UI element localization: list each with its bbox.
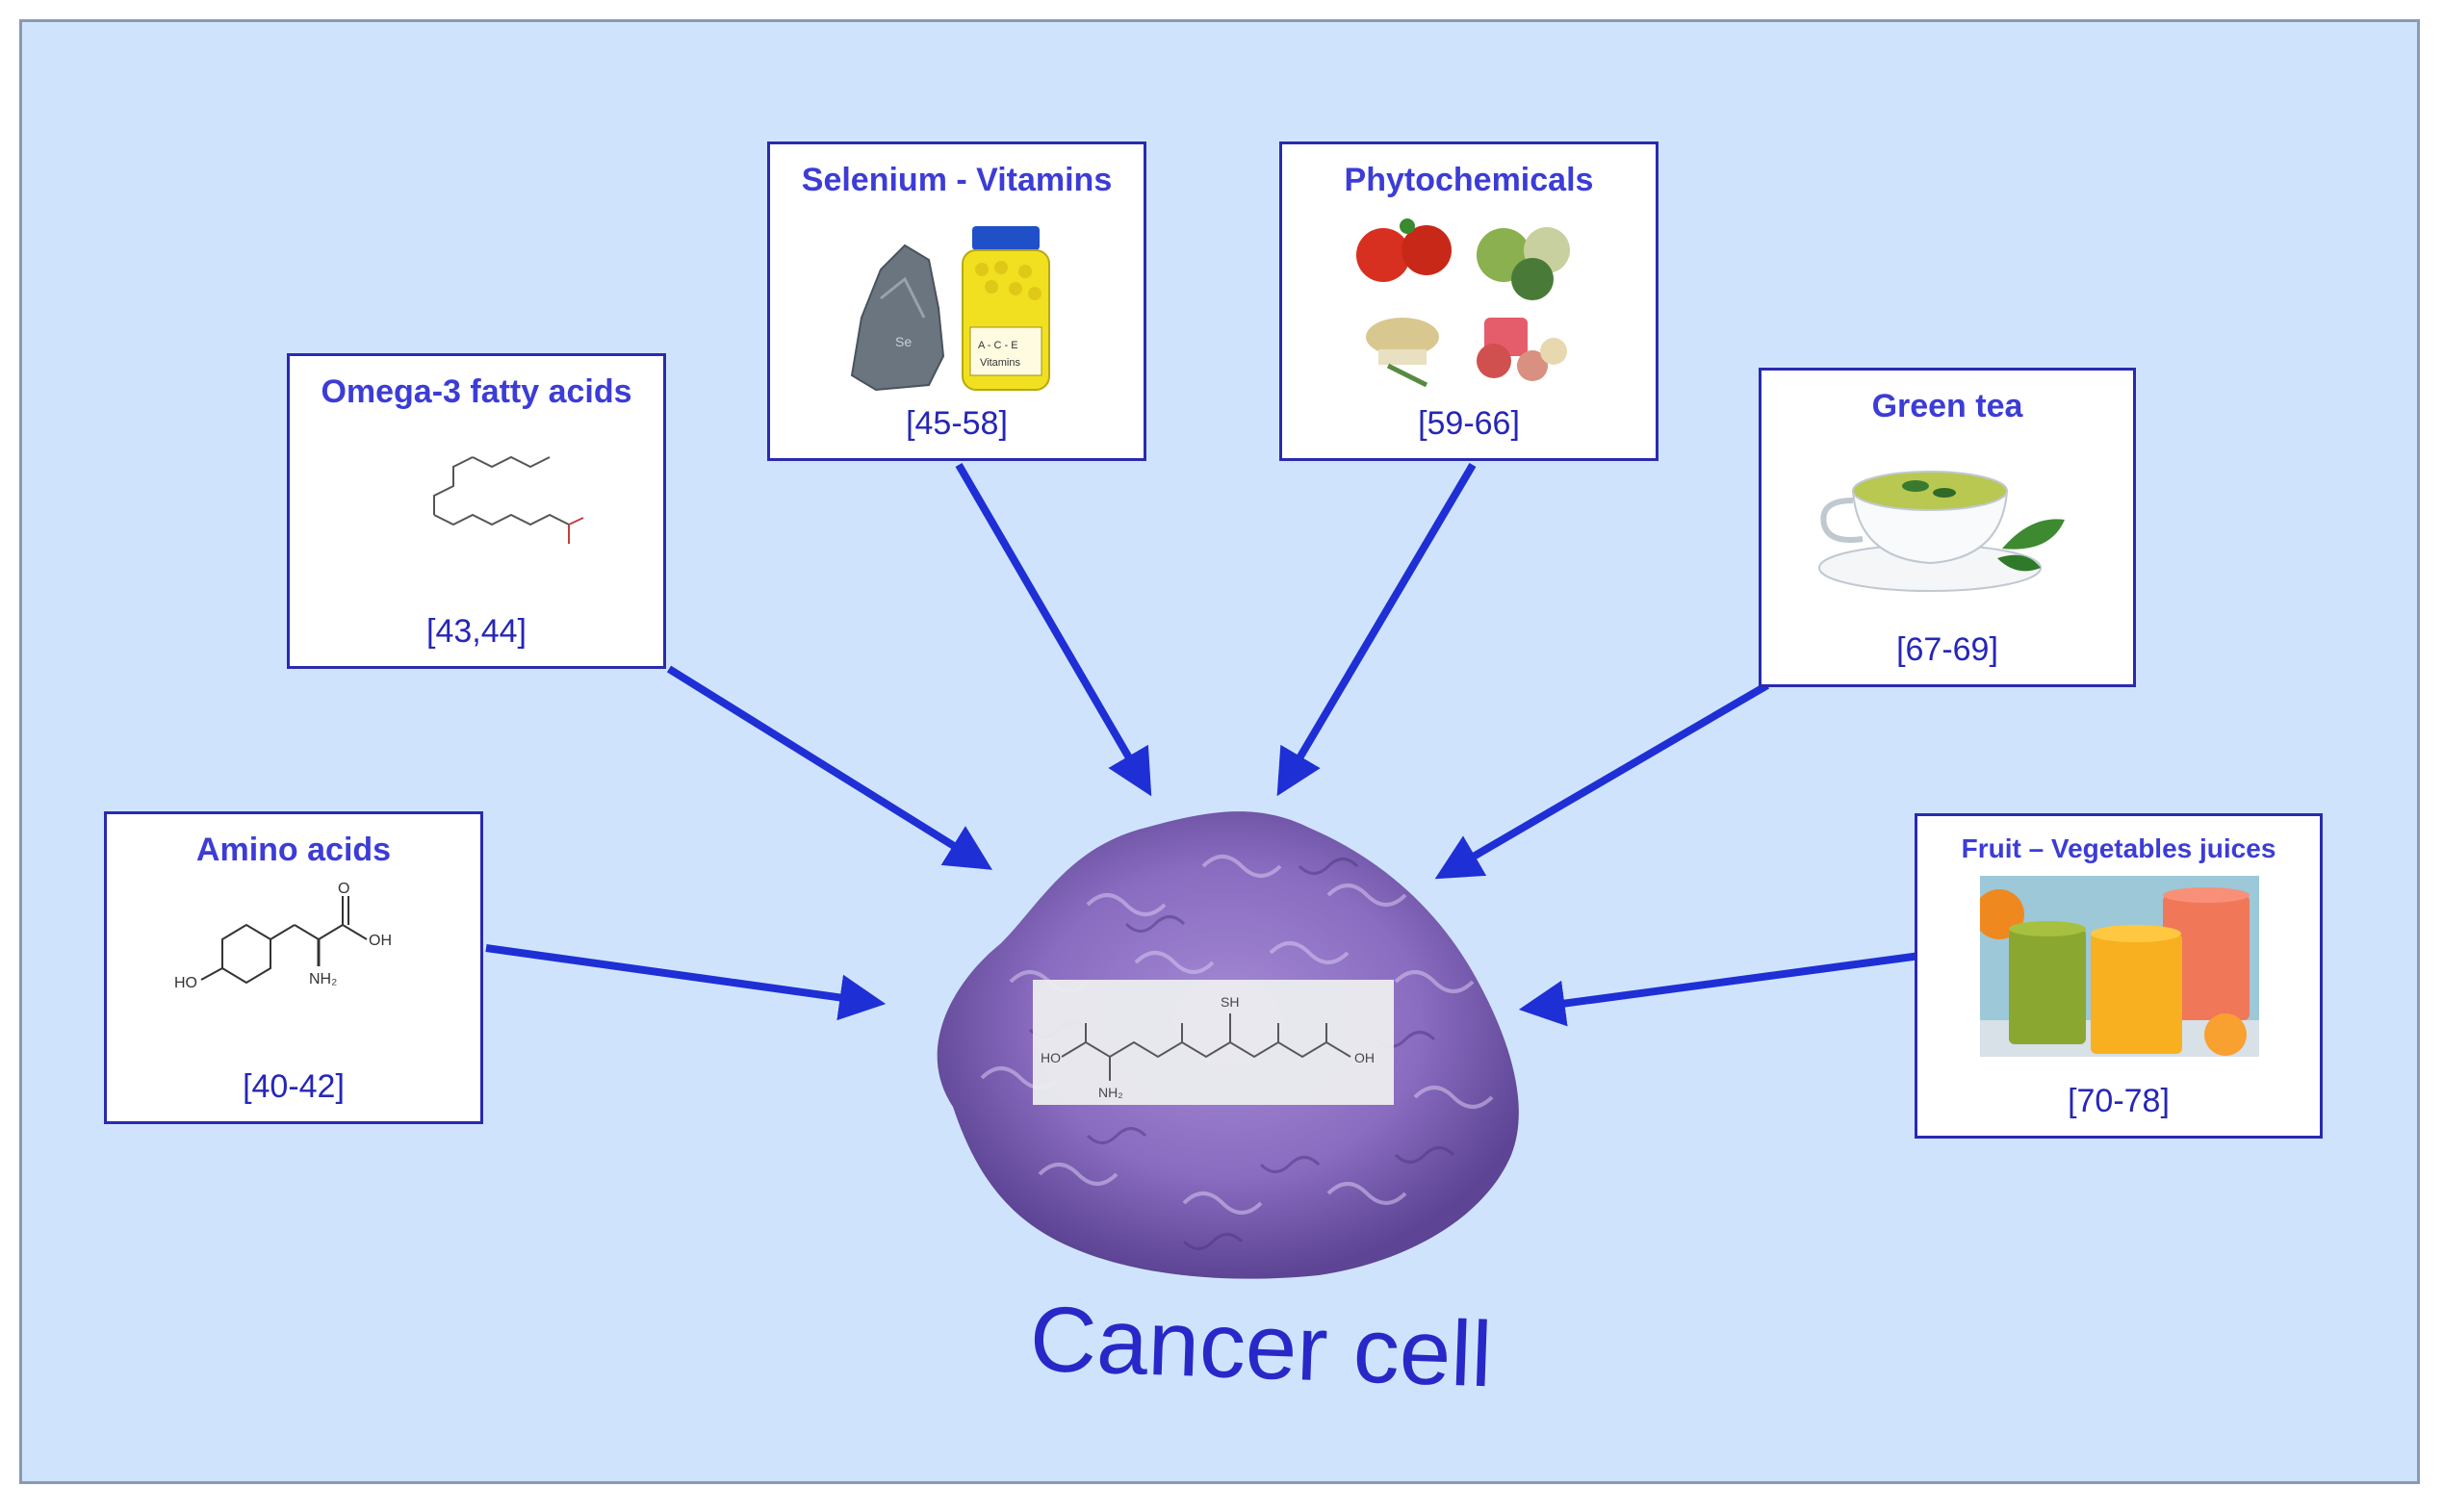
arrow-amino [485, 944, 887, 1021]
selenium-vitamins-ref: [45-58] [906, 405, 1008, 442]
molecule-nh2: NH₂ [1098, 1085, 1123, 1100]
mol-oh: OH [369, 933, 392, 949]
mol-o: O [338, 882, 349, 897]
bottle-label-1: A - C - E [978, 340, 1018, 351]
cancer-cell-label: Cancer cell [1028, 1287, 1494, 1407]
molecule-ho: HO [1041, 1050, 1061, 1065]
tea-cup-icon [1818, 471, 2065, 592]
arrow-phyto [1276, 462, 1477, 797]
omega3-title: Omega-3 fatty acids [321, 373, 632, 410]
tyrosine-structure-icon: O OH HO NH₂ [174, 882, 392, 991]
mol-nh2: NH₂ [309, 971, 337, 987]
molecule-sh: SH [1221, 994, 1239, 1010]
phytochemicals-title: Phytochemicals [1344, 162, 1594, 198]
omega3-ref: [43,44] [426, 613, 527, 650]
phytochemicals-box: Phytochemicals [59-66] [1279, 141, 1659, 461]
fruits-vegetables-icon [1356, 218, 1570, 388]
juices-box: Fruit – Vegetables juices [70-78] [1915, 813, 2323, 1139]
green-tea-ref: [67-69] [1896, 631, 1998, 668]
selenium-vitamins-box: Selenium - Vitamins Se A - C - E Vitamin… [767, 141, 1146, 461]
arrow-juices [1518, 952, 1921, 1027]
glutathione-structure-icon: SH HO NH₂ OH [1041, 994, 1375, 1100]
fatty-acid-structure-icon [433, 455, 584, 544]
amino-acids-ref: [40-42] [243, 1068, 345, 1105]
phytochemicals-ref: [59-66] [1418, 405, 1520, 442]
molecule-oh: OH [1354, 1050, 1375, 1065]
amino-acids-title: Amino acids [195, 832, 392, 868]
juices-ref: [70-78] [2068, 1083, 2170, 1119]
juices-title: Fruit – Vegetables juices [1961, 833, 2276, 863]
arrow-greentea [1434, 681, 1770, 880]
arrow-selenium [955, 462, 1152, 797]
arrow-omega [666, 665, 993, 870]
selenium-vitamins-title: Selenium - Vitamins [801, 162, 1113, 198]
selenium-rock-and-vitamin-bottle-icon: Se A - C - E Vitamins [850, 226, 1050, 392]
green-tea-box: Green tea [67-69] [1759, 368, 2136, 687]
green-tea-title: Green tea [1871, 388, 2023, 424]
bottle-label-2: Vitamins [980, 357, 1020, 369]
glutathione-panel: SH HO NH₂ OH [1033, 980, 1394, 1105]
mol-ho: HO [174, 975, 197, 991]
omega3-box: Omega-3 fatty acids [43,44] [287, 353, 666, 669]
rock-label: Se [895, 334, 912, 349]
juice-glasses-icon [1980, 876, 2259, 1057]
amino-acids-box: Amino acids O OH HO NH₂ [40-42] [104, 811, 483, 1124]
